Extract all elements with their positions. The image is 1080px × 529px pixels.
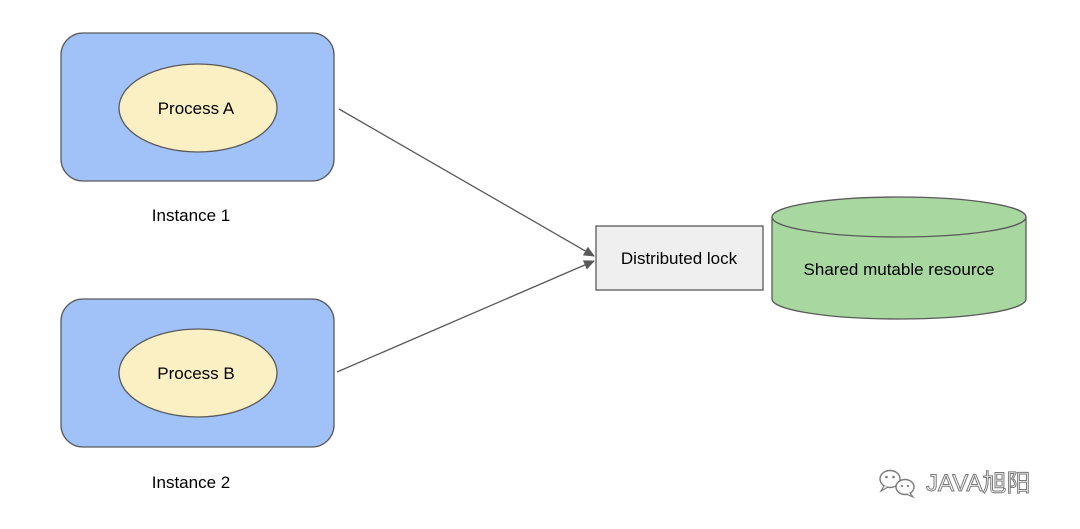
shared-resource-node: Shared mutable resource <box>771 196 1027 320</box>
shared-resource-cylinder-body <box>771 217 1027 320</box>
arrow-process-b-to-lock <box>336 260 595 373</box>
watermark: JAVA旭阳 <box>879 469 1031 499</box>
process-b-ellipse <box>118 328 278 418</box>
process-a-ellipse <box>118 63 278 153</box>
shared-resource-label: Shared mutable resource <box>804 260 995 279</box>
instance-2-label: Instance 2 <box>152 473 230 492</box>
distributed-lock-node: Distributed lock <box>595 225 764 291</box>
distributed-lock-box <box>595 225 764 291</box>
shared-resource-cylinder-top <box>771 196 1027 238</box>
wechat-icon <box>879 469 915 499</box>
distributed-lock-label: Distributed lock <box>621 249 738 268</box>
watermark-text: JAVA旭阳 <box>926 470 1030 497</box>
arrow-process-a-to-lock <box>338 108 595 257</box>
process-a-label: Process A <box>158 99 235 118</box>
instance-1-label: Instance 1 <box>152 206 230 225</box>
instance-1-node: Process A <box>60 32 335 182</box>
process-b-label: Process B <box>157 364 234 383</box>
instance-2-node: Process B <box>60 298 335 448</box>
